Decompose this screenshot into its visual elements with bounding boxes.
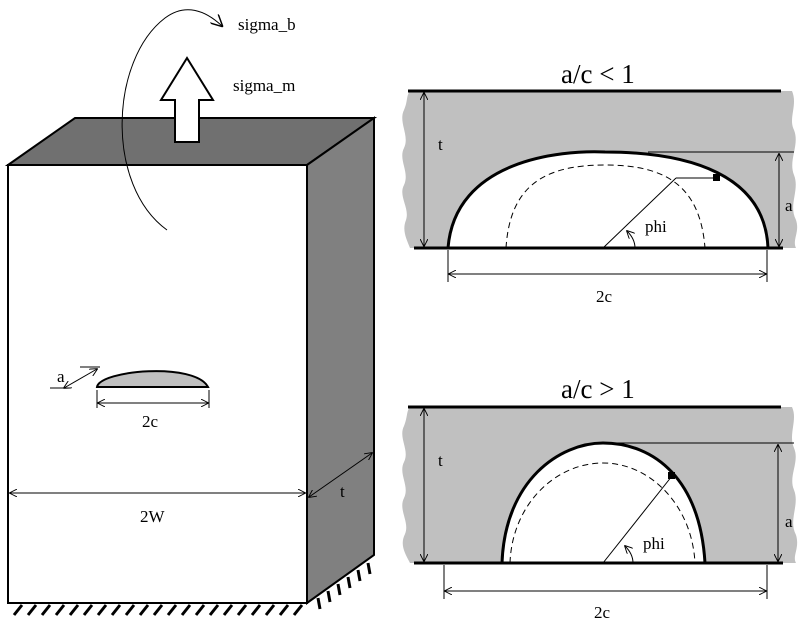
crack-white-region [448, 151, 768, 248]
t-label: t [438, 451, 443, 470]
thickness-t-label: t [340, 482, 345, 501]
material-section-right [780, 91, 798, 248]
block-specimen [4, 116, 378, 605]
block-side-face [306, 116, 375, 605]
panel-ac-less-than-1: a/c < 1 phi a t 2c [402, 59, 798, 306]
crack-2c-label: 2c [142, 412, 159, 431]
t-label: t [438, 135, 443, 154]
panel-title: a/c > 1 [561, 374, 635, 404]
a-label: a [785, 196, 793, 215]
material-section-right [780, 407, 798, 563]
sigma-b-arrow [121, 9, 222, 231]
surface-crack [95, 370, 210, 388]
reference-circle [509, 462, 696, 564]
crack-a-label: a [57, 367, 65, 386]
fixed-support-hatching [12, 562, 372, 616]
2c-label: 2c [596, 287, 613, 306]
crack-front [446, 150, 770, 249]
phi-angle-arc [627, 231, 636, 249]
sigma-m-arrow [159, 56, 215, 143]
2c-label: 2c [594, 603, 611, 622]
phi-radius-line [602, 475, 673, 564]
crack-point-marker [713, 174, 720, 181]
sigma-m-label: sigma_m [233, 76, 295, 95]
sigma-b-label: sigma_b [238, 15, 296, 34]
panel-ac-greater-than-1: a/c > 1 phi a t 2c [402, 374, 798, 622]
a-label: a [785, 512, 793, 531]
width-2w-label: 2W [140, 507, 166, 526]
phi-label: phi [643, 534, 665, 553]
crack-point-marker [668, 472, 675, 479]
panel-title: a/c < 1 [561, 59, 635, 89]
crack-white-region [502, 443, 705, 563]
crack-a-dimension [64, 369, 97, 388]
phi-radius-line [602, 177, 677, 249]
phi-label: phi [645, 217, 667, 236]
phi-angle-arc [625, 546, 634, 564]
thickness-t-dimension [309, 453, 372, 497]
